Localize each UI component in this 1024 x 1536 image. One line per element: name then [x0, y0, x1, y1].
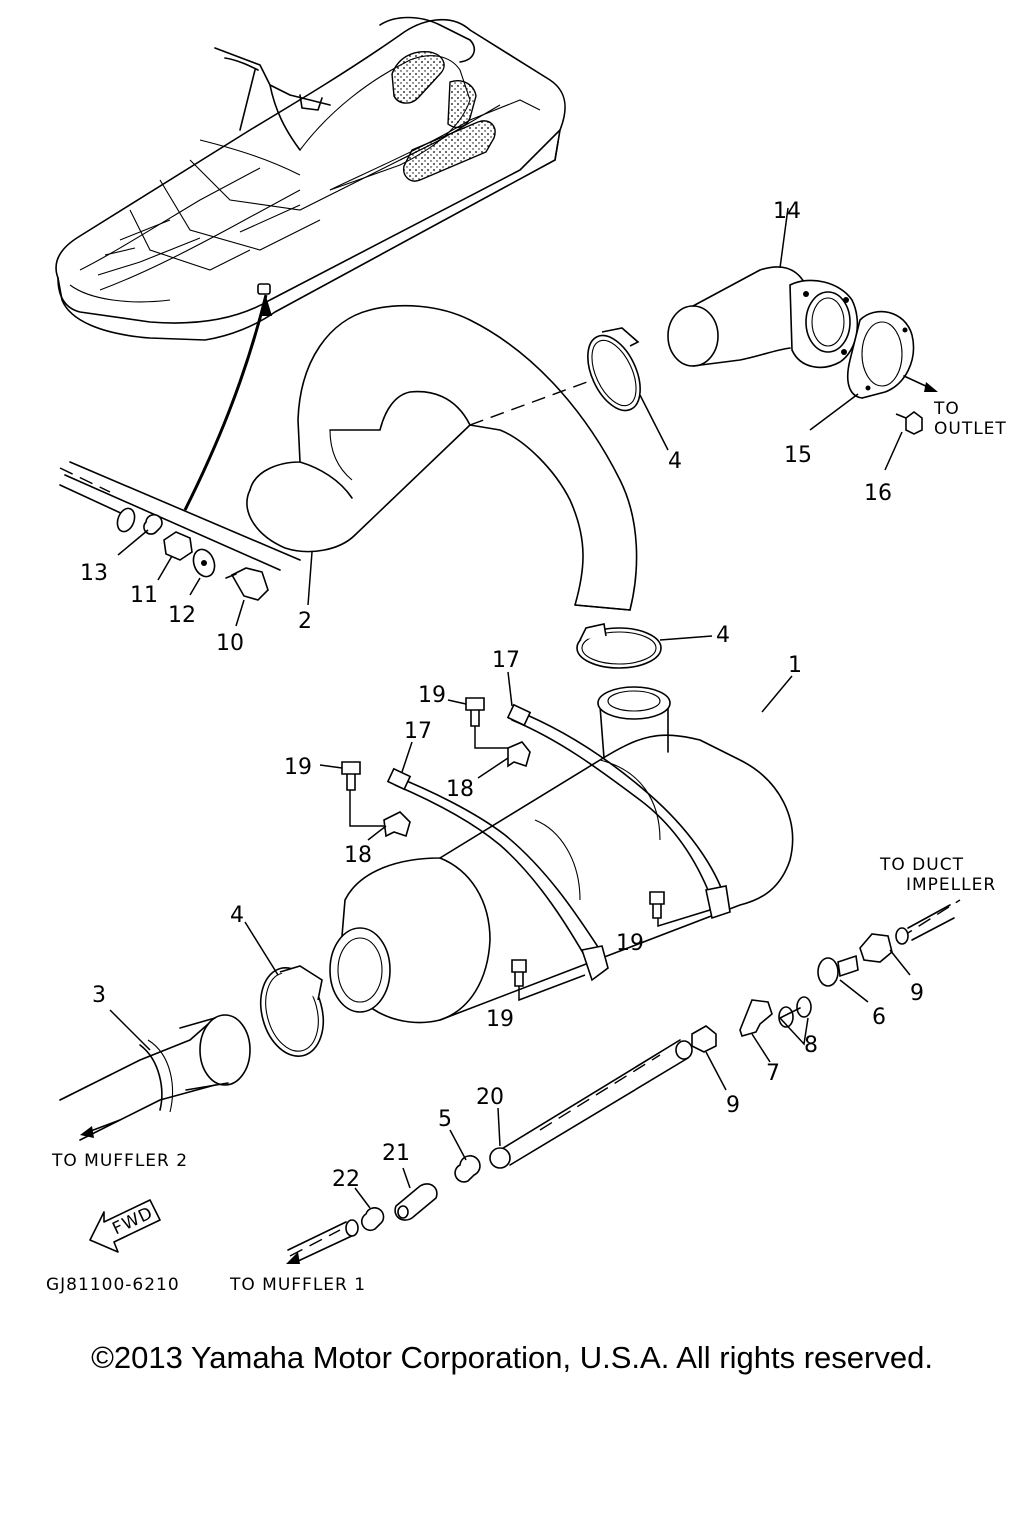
callout-4-lower: 4 — [230, 903, 244, 928]
callout-20: 20 — [476, 1085, 504, 1110]
callout-9-left: 9 — [726, 1093, 740, 1118]
callout-21: 21 — [382, 1141, 410, 1166]
callout-14: 14 — [773, 199, 801, 224]
left-fittings — [59, 461, 301, 601]
arrow-left-icon — [80, 1126, 94, 1138]
sleeve-part-3 — [59, 1014, 251, 1141]
callout-17-upper: 17 — [492, 648, 520, 673]
to-muffler-2-label: TO MUFFLER 2 — [51, 1151, 188, 1171]
gasket-part-15 — [846, 310, 915, 399]
direction-labels: TO OUTLET TO DUCT IMPELLER TO MUFFLER 2 … — [46, 399, 1007, 1295]
callout-7: 7 — [766, 1061, 780, 1086]
exhaust-pipe-part-2 — [246, 304, 638, 611]
callout-17-lower: 17 — [404, 719, 432, 744]
hose-part-20 — [489, 1039, 693, 1169]
water-hose-line — [183, 294, 268, 511]
muffler2-arrow — [87, 1119, 121, 1133]
small-fittings — [287, 1155, 481, 1263]
hose-clamp-part-4-upper — [587, 327, 641, 412]
callout-13: 13 — [80, 561, 108, 586]
callout-15: 15 — [784, 443, 812, 468]
callout-1: 1 — [788, 653, 802, 678]
to-duct-label-line2: IMPELLER — [906, 875, 996, 895]
callout-3: 3 — [92, 983, 106, 1008]
diagram-code: GJ81100-6210 — [46, 1275, 180, 1295]
callout-2: 2 — [298, 609, 312, 634]
to-outlet-label-line2: OUTLET — [934, 419, 1007, 439]
leader-lines — [109, 207, 911, 1209]
callout-18-lower: 18 — [344, 843, 372, 868]
callout-6: 6 — [872, 1005, 886, 1030]
duct-fittings — [691, 899, 961, 1053]
callout-19-upper: 19 — [418, 683, 446, 708]
arrow-up-icon — [260, 296, 272, 316]
hose-clamp-part-4-lower — [259, 965, 325, 1057]
watercraft-illustration — [55, 16, 566, 341]
bolt-part-19 — [341, 697, 665, 987]
arrow-down-left-icon — [286, 1252, 300, 1264]
to-duct-label-line1: TO DUCT — [879, 855, 964, 875]
callout-16: 16 — [864, 481, 892, 506]
callout-4-upper: 4 — [668, 449, 682, 474]
callout-18-upper: 18 — [446, 777, 474, 802]
to-outlet-label-line1: TO — [933, 399, 960, 419]
callout-22: 22 — [332, 1167, 360, 1192]
fwd-arrow-icon: FWD — [89, 1199, 161, 1253]
bracket-part-18 — [383, 741, 531, 838]
callout-9-right: 9 — [910, 981, 924, 1006]
callout-19-bottom: 19 — [486, 1007, 514, 1032]
callout-5: 5 — [438, 1107, 452, 1132]
copyright-text: ©2013 Yamaha Motor Corporation, U.S.A. A… — [91, 1340, 933, 1375]
mounting-band-part-17 — [386, 703, 731, 982]
arrow-right-icon — [924, 382, 938, 392]
elbow-part-14 — [667, 266, 859, 369]
muffler-part-1 — [329, 686, 794, 1024]
callout-4-middle: 4 — [716, 623, 730, 648]
callout-12: 12 — [168, 603, 196, 628]
bolt-part-16 — [895, 411, 923, 435]
callout-numbers: 14 4 15 16 13 11 12 10 2 4 1 17 19 17 19… — [80, 199, 924, 1192]
to-muffler-1-label: TO MUFFLER 1 — [229, 1275, 366, 1295]
callout-10: 10 — [216, 631, 244, 656]
callout-8: 8 — [804, 1033, 818, 1058]
callout-19-right: 19 — [616, 931, 644, 956]
hose-clamp-part-4-middle — [576, 623, 662, 669]
callout-11: 11 — [130, 583, 158, 608]
callout-19-left: 19 — [284, 755, 312, 780]
